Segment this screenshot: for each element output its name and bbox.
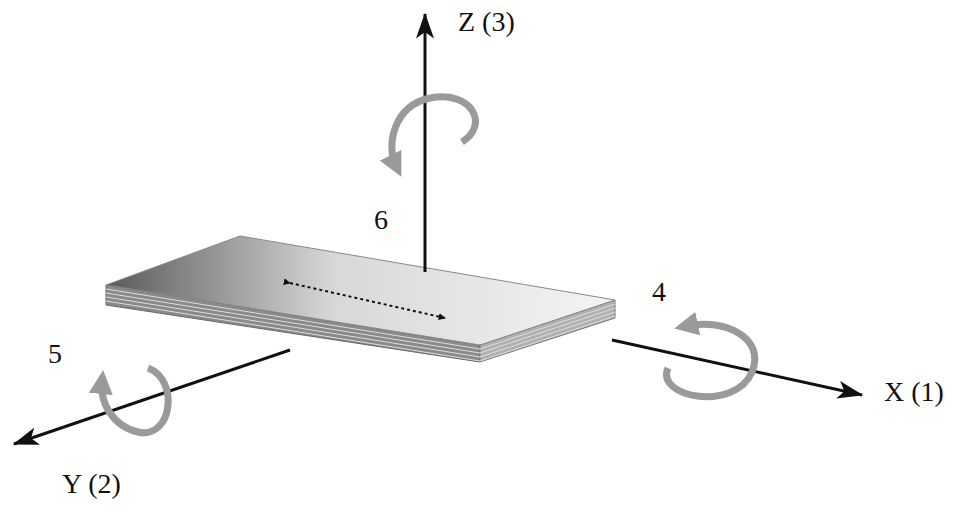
callout-number: 4 xyxy=(652,278,666,306)
rotation-arrow xyxy=(667,324,755,396)
axis-label: Y (2) xyxy=(62,470,121,498)
laminate-plate xyxy=(106,236,615,362)
z-axis xyxy=(424,14,427,272)
axis-label: Z (3) xyxy=(458,8,515,36)
callout-number: 5 xyxy=(48,340,62,368)
callout-number: 6 xyxy=(374,206,388,234)
rotation-arrow xyxy=(392,97,476,166)
axis-label: X (1) xyxy=(884,378,944,406)
rotation-arrow xyxy=(102,368,168,433)
